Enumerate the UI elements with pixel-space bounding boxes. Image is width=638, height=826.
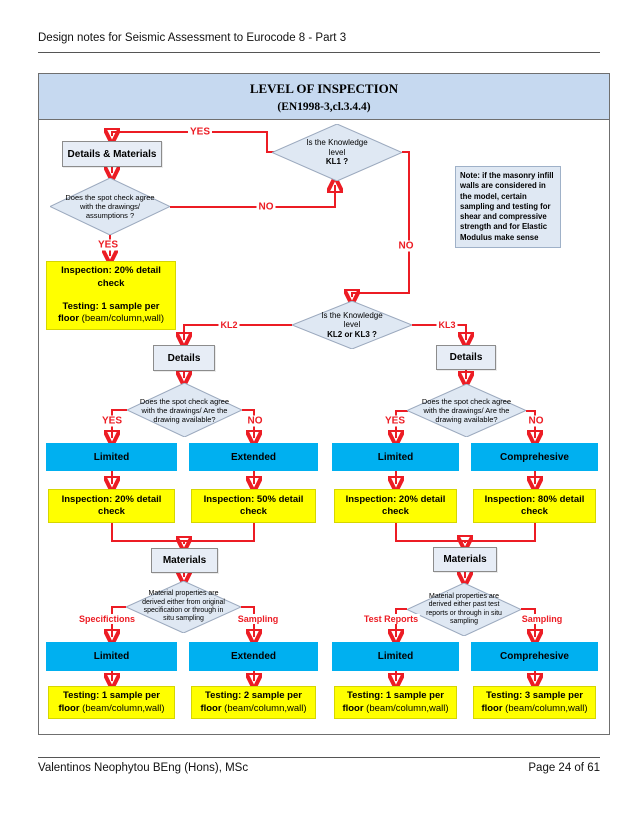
diamond-shape: [126, 581, 241, 633]
footer-rule: [38, 757, 600, 758]
inspection-testing-kl1-box: Inspection: 20% detail check Testing: 1 …: [46, 261, 176, 330]
diamond-kl1: Is the Knowledge level KL1 ?: [272, 124, 402, 181]
panel-title: LEVEL OF INSPECTION: [249, 81, 399, 96]
kl1-question-text: Is the Knowledge level: [306, 138, 368, 157]
diamond-shape: [407, 583, 521, 636]
kl1-question-bold: KL1 ?: [325, 157, 349, 167]
diamond-spot-check-right: Does the spot check agree with the drawi…: [407, 384, 526, 437]
diamond-shape: [50, 178, 170, 235]
yes-label-spot-right: YES: [382, 415, 408, 427]
kl2-label: KL2: [218, 320, 240, 330]
diamond-kl2-kl3: Is the Knowledge level KL2 or KL3 ?: [292, 301, 412, 349]
level-box: Comprehesive: [471, 443, 598, 471]
yes-label-spot1: YES: [95, 239, 121, 251]
testing-box: Testing: 1 sample per floor (beam/column…: [334, 686, 457, 719]
yes-label-top: YES: [187, 126, 213, 138]
level-box: Limited: [46, 642, 177, 671]
yes-label-spot-left: YES: [99, 415, 125, 427]
diamond-spot-check-left: Does the spot check agree with the drawi…: [127, 383, 242, 437]
testing-box: Testing: 2 sample per floor (beam/column…: [191, 686, 316, 719]
kl23-question-text: Is the Knowledge level: [321, 310, 383, 330]
inspection-box: Inspection: 80% detail check: [473, 489, 596, 523]
materials-box-left: Materials: [151, 548, 218, 573]
specifications-label: Specifictions: [76, 614, 138, 624]
spot-check-1-text: Does the spot check agree with the drawi…: [65, 193, 155, 220]
diamond-materials-left: Material properties are derived either f…: [126, 581, 241, 633]
kl3-label: KL3: [436, 320, 458, 330]
kl23-question-bold: KL2 or KL3 ?: [327, 329, 377, 339]
page-header: Design notes for Seismic Assessment to E…: [38, 32, 347, 44]
diamond-spot-check-1: Does the spot check agree with the drawi…: [50, 178, 170, 235]
testing-kl1-text: Testing: 1 sample per floor (beam/column…: [57, 301, 165, 325]
inspection-box: Inspection: 20% detail check: [48, 489, 175, 523]
test-reports-label: Test Reports: [361, 614, 421, 624]
materials-question-left-text: Material properties are derived either f…: [142, 590, 225, 623]
level-box: Limited: [332, 642, 459, 671]
materials-question-right-text: Material properties are derived either p…: [426, 592, 502, 625]
sampling-label-left: Sampling: [235, 614, 281, 624]
level-box: Limited: [332, 443, 459, 471]
level-box: Comprehesive: [471, 642, 598, 671]
spot-check-left-text: Does the spot check agree with the drawi…: [139, 396, 230, 424]
inspection-box: Inspection: 50% detail check: [191, 489, 316, 523]
footer-page-number: Page 24 of 61: [528, 762, 600, 774]
details-materials-box: Details & Materials: [62, 141, 162, 167]
no-label-spot-left: NO: [245, 415, 265, 427]
inspection-kl1-text: Inspection: 20% detail check: [61, 265, 161, 289]
inspection-box: Inspection: 20% detail check: [334, 489, 457, 523]
no-label-kl1: NO: [396, 240, 416, 252]
diamond-shape: [407, 384, 526, 437]
header-rule: [38, 52, 600, 53]
panel-subtitle: (EN1998-3,cl.3.4.4): [277, 101, 371, 113]
level-box: Limited: [46, 443, 177, 471]
no-label-spot-right: NO: [526, 415, 546, 427]
footer-author: Valentinos Neophytou BEng (Hons), MSc: [38, 762, 249, 774]
testing-box: Testing: 1 sample per floor (beam/column…: [48, 686, 175, 719]
level-box: Extended: [189, 642, 318, 671]
details-box-right: Details: [436, 345, 496, 370]
page-footer: Valentinos Neophytou BEng (Hons), MSc Pa…: [38, 762, 600, 774]
panel-header: LEVEL OF INSPECTION (EN1998-3,cl.3.4.4): [39, 74, 609, 120]
masonry-note-box: Note: if the masonry infill walls are co…: [455, 166, 561, 248]
diamond-shape: [292, 301, 412, 349]
materials-box-right: Materials: [433, 547, 497, 572]
spot-check-right-text: Does the spot check agree with the drawi…: [421, 397, 512, 424]
sampling-label-right: Sampling: [519, 614, 565, 624]
diamond-shape: [272, 124, 402, 181]
testing-box: Testing: 3 sample per floor (beam/column…: [473, 686, 596, 719]
diamond-shape: [127, 383, 242, 437]
diamond-materials-right: Material properties are derived either p…: [407, 583, 521, 636]
level-box: Extended: [189, 443, 318, 471]
details-box-left: Details: [153, 345, 215, 371]
no-label-spot1: NO: [256, 201, 276, 213]
